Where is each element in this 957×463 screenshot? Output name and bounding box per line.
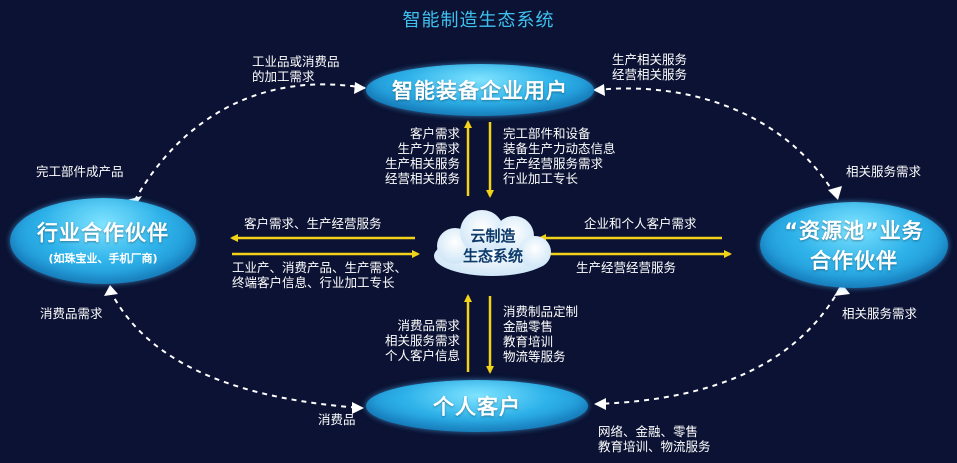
cloud-label: 云制造 生态系统 xyxy=(447,226,539,266)
dashed-arc-bottom-left xyxy=(109,289,363,409)
label-line: 网络、金融、零售 xyxy=(598,424,699,439)
label-line: 生产相关服务 xyxy=(384,156,460,171)
label-line: 生产相关服务 xyxy=(612,52,688,67)
cloud-label-line2: 生态系统 xyxy=(462,247,523,265)
label-line: 消费品需求 xyxy=(40,306,103,321)
arrowhead-top-left xyxy=(354,82,366,94)
label-line: 消费品 xyxy=(318,412,356,427)
label-line: 相关服务需求 xyxy=(384,333,460,348)
label-top-left: 工业品或消费品 的加工需求 xyxy=(252,54,340,84)
node-top-label: 智能装备企业用户 xyxy=(392,79,568,103)
label-line: 终端客户信息、行业加工专长 xyxy=(232,275,395,290)
diagram-title: 智能制造生态系统 xyxy=(402,10,555,31)
label-to-right-bottom: 生产经营经营服务 xyxy=(576,260,676,275)
dashed-arc-top-left xyxy=(134,83,366,201)
node-individual-customers: 个人客户 xyxy=(366,380,588,432)
label-line: 工业品或消费品 xyxy=(252,54,340,69)
label-line: 生产力需求 xyxy=(397,141,460,156)
arrowhead-bottom-right xyxy=(594,398,606,410)
label-top-right: 生产相关服务 经营相关服务 xyxy=(612,52,687,82)
label-line: 相关服务需求 xyxy=(846,164,922,179)
node-right-label-line2: 合作伙伴 xyxy=(810,249,898,273)
label-left-lower: 消费品需求 xyxy=(40,306,103,321)
label-line: 经营相关服务 xyxy=(612,67,688,82)
arrowhead-right-lower xyxy=(834,284,850,296)
label-line: 客户需求 xyxy=(409,126,460,141)
node-resource-pool-partners: “资源池”业务 合作伙伴 xyxy=(760,202,948,288)
label-from-right-top: 企业和个人客户需求 xyxy=(584,216,697,231)
arrowhead-bottom-left xyxy=(352,402,364,414)
label-left-upper: 完工部件成产品 xyxy=(36,164,124,179)
label-down-from-top: 完工部件和设备 装备生产力动态信息 生产经营服务需求 行业加工专长 xyxy=(503,126,616,186)
label-up-from-bottom: 消费品需求 相关服务需求 个人客户信息 xyxy=(340,318,460,363)
label-bottom-left: 消费品 xyxy=(318,412,356,427)
node-equipment-enterprise-users: 智能装备企业用户 xyxy=(366,64,594,116)
cloud-label-line1: 云制造 xyxy=(470,227,516,245)
arrowhead-left-lower xyxy=(104,285,118,296)
label-line: 生产经营经营服务 xyxy=(576,260,677,275)
arrowhead-top-right xyxy=(593,84,605,96)
node-bottom-label: 个人客户 xyxy=(433,395,521,419)
label-down-to-bottom: 消费制品定制 金融零售 教育培训 物流等服务 xyxy=(503,304,578,364)
label-line: 企业和个人客户需求 xyxy=(584,216,697,231)
label-line: 完工部件和设备 xyxy=(503,126,591,141)
label-line: 完工部件成产品 xyxy=(36,164,124,179)
label-bottom-right: 网络、金融、零售 教育培训、物流服务 xyxy=(598,424,711,454)
label-line: 金融零售 xyxy=(503,319,554,334)
label-to-left-bottom: 工业产、消费产品、生产需求、 终端客户信息、行业加工专长 xyxy=(232,260,407,290)
dashed-arc-bottom-right xyxy=(595,287,841,405)
label-up-to-top: 客户需求 生产力需求 生产相关服务 经营相关服务 xyxy=(340,126,460,186)
label-line: 生产经营服务需求 xyxy=(503,156,604,171)
node-industry-partners: 行业合作伙伴 (如珠宝业、手机厂商) xyxy=(10,198,196,284)
label-right-upper: 相关服务需求 xyxy=(846,164,921,179)
label-line: 相关服务需求 xyxy=(842,306,918,321)
label-line: 个人客户信息 xyxy=(384,348,460,363)
dashed-arc-top-right xyxy=(595,87,836,196)
node-left-sublabel: (如珠宝业、手机厂商) xyxy=(48,251,158,265)
label-line: 客户需求、生产经营服务 xyxy=(244,216,382,231)
node-left-label: 行业合作伙伴 xyxy=(37,220,169,245)
node-right-label-line1: “资源池”业务 xyxy=(784,219,924,243)
label-line: 装备生产力动态信息 xyxy=(503,141,616,156)
cloud-shape xyxy=(434,210,551,276)
label-line: 教育培训、物流服务 xyxy=(598,439,711,454)
label-line: 行业加工专长 xyxy=(503,171,579,186)
arrowhead-right-upper xyxy=(828,186,842,200)
label-line: 物流等服务 xyxy=(503,349,566,364)
label-right-lower: 相关服务需求 xyxy=(842,306,917,321)
label-line: 经营相关服务 xyxy=(384,171,460,186)
label-line: 消费制品定制 xyxy=(503,304,579,319)
label-to-left-top: 客户需求、生产经营服务 xyxy=(244,216,382,231)
label-line: 工业产、消费产品、生产需求、 xyxy=(232,260,408,275)
label-line: 的加工需求 xyxy=(252,69,315,84)
label-line: 消费品需求 xyxy=(397,318,460,333)
label-line: 教育培训 xyxy=(503,334,554,349)
